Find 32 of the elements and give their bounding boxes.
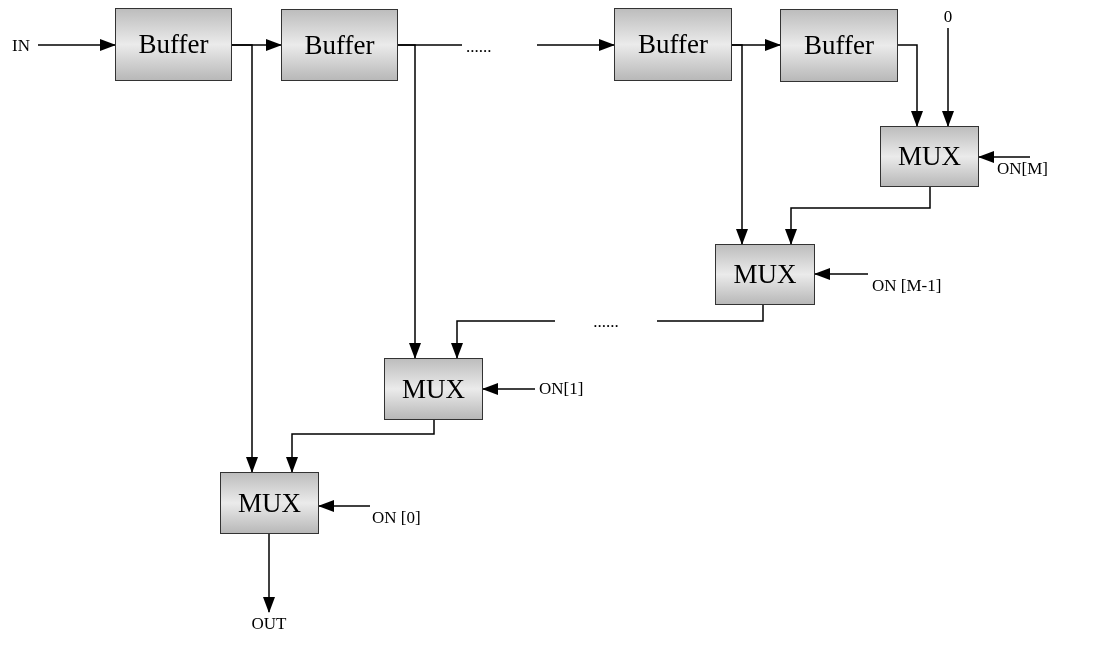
arrow (482, 383, 536, 395)
ellipsis: ...... (462, 36, 537, 58)
mux-box: MUX (220, 472, 319, 534)
mux-box: MUX (384, 358, 483, 420)
signal-label: ON[1] (535, 377, 611, 401)
arrow (397, 44, 421, 359)
mux-box: MUX (715, 244, 815, 305)
signal-label: 0 (940, 6, 956, 28)
arrow (814, 268, 869, 280)
buffer-box: Buffer (115, 8, 232, 81)
signal-label: ON [M-1] (868, 274, 972, 298)
signal-label: OUT (246, 612, 292, 636)
arrow (318, 500, 371, 512)
arrow (978, 151, 1031, 163)
arrow (37, 39, 116, 51)
buffer-box: Buffer (780, 9, 898, 82)
arrow (536, 39, 615, 51)
arrow (942, 27, 954, 127)
buffer-box: Buffer (281, 9, 398, 81)
arrow (286, 419, 435, 473)
arrow (785, 186, 931, 245)
ellipsis: ...... (555, 310, 657, 334)
arrow (897, 44, 923, 127)
arrow (451, 320, 556, 359)
signal-label: ON[M] (993, 157, 1110, 181)
arrow (263, 533, 275, 613)
arrow (731, 44, 748, 245)
arrow (231, 44, 258, 473)
signal-label: ON [0] (368, 506, 446, 530)
signal-label: IN (4, 34, 38, 58)
buffer-box: Buffer (614, 8, 732, 81)
mux-box: MUX (880, 126, 979, 187)
